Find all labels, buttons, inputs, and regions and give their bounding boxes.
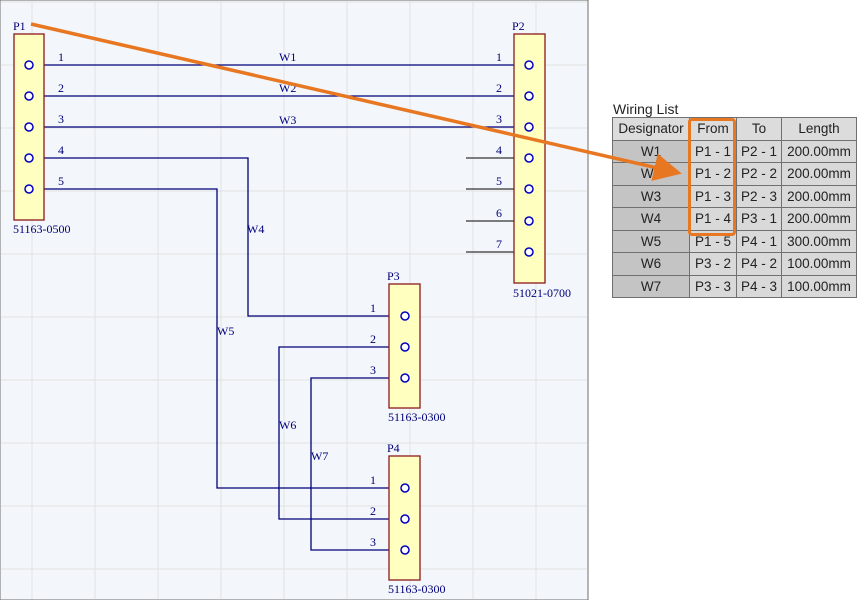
pin-number: 2 [370, 332, 376, 346]
cell-to: P4 - 3 [736, 274, 782, 298]
connector-p3-designator: P3 [387, 269, 400, 283]
cell-length: 200.00mm [781, 207, 857, 231]
cell-to: P3 - 1 [736, 207, 782, 231]
pin-number: 1 [496, 50, 502, 64]
cell-from: P1 - 4 [689, 207, 737, 231]
pin-number: 4 [58, 143, 64, 157]
pin-number: 3 [370, 535, 376, 549]
column-header-length[interactable]: Length [781, 117, 857, 141]
pin-p3-3[interactable] [400, 373, 410, 383]
table-row[interactable]: W6 P3 - 2 P4 - 2 100.00mm [612, 252, 857, 276]
connector-p1-designator: P1 [13, 19, 26, 33]
wiring-list-title: Wiring List [613, 101, 679, 117]
pin-number: 2 [58, 81, 64, 95]
pin-p4-1[interactable] [400, 483, 410, 493]
cell-designator: W2 [612, 162, 690, 186]
pin-p2-5[interactable] [524, 184, 534, 194]
cell-from: P3 - 2 [689, 252, 737, 276]
cell-from: P3 - 3 [689, 274, 737, 298]
connector-p3-part: 51163-0300 [388, 410, 446, 424]
pin-p1-3[interactable] [24, 122, 34, 132]
table-row[interactable]: W2 P1 - 2 P2 - 2 200.00mm [612, 162, 857, 186]
cell-from: P1 - 2 [689, 162, 737, 186]
pin-p3-2[interactable] [400, 342, 410, 352]
pin-p2-1[interactable] [524, 60, 534, 70]
cell-to: P2 - 3 [736, 184, 782, 208]
pin-number: 2 [370, 504, 376, 518]
column-header-from[interactable]: From [689, 117, 737, 141]
table-row[interactable]: W5 P1 - 5 P4 - 1 300.00mm [612, 229, 857, 253]
pin-p4-2[interactable] [400, 514, 410, 524]
cell-designator: W5 [612, 229, 690, 253]
wire-label-w1: W1 [279, 50, 296, 64]
pin-p2-7[interactable] [524, 247, 534, 257]
pin-number: 3 [496, 112, 502, 126]
cell-designator: W4 [612, 207, 690, 231]
pin-p1-4[interactable] [24, 153, 34, 163]
wire-label-w3: W3 [279, 113, 296, 127]
wire-w6[interactable] [278, 346, 405, 520]
wire-label-w4: W4 [247, 222, 264, 236]
cell-to: P4 - 1 [736, 229, 782, 253]
cell-to: P2 - 2 [736, 162, 782, 186]
wire-w7[interactable] [310, 377, 405, 551]
connector-p2-designator: P2 [512, 19, 525, 33]
pin-p1-2[interactable] [24, 91, 34, 101]
wire-label-w6: W6 [279, 418, 296, 432]
wiring-list-table: Designator From To Length W1 P1 - 1 P2 -… [612, 117, 857, 298]
cell-length: 200.00mm [781, 162, 857, 186]
table-row[interactable]: W4 P1 - 4 P3 - 1 200.00mm [612, 207, 857, 231]
cell-length: 200.00mm [781, 184, 857, 208]
cell-from: P1 - 3 [689, 184, 737, 208]
table-header-row: Designator From To Length [612, 117, 857, 141]
column-header-to[interactable]: To [736, 117, 782, 141]
cell-designator: W3 [612, 184, 690, 208]
pin-p2-6[interactable] [524, 216, 534, 226]
cell-length: 100.00mm [781, 274, 857, 298]
connector-p2-part: 51021-0700 [513, 286, 571, 300]
cell-to: P2 - 1 [736, 139, 782, 163]
connector-p4-part: 51163-0300 [388, 582, 446, 596]
cell-designator: W1 [612, 139, 690, 163]
pin-number: 1 [58, 50, 64, 64]
cell-from: P1 - 5 [689, 229, 737, 253]
pin-number: 5 [58, 174, 64, 188]
cell-designator: W7 [612, 274, 690, 298]
cell-length: 100.00mm [781, 252, 857, 276]
pin-number: 3 [370, 363, 376, 377]
pin-number: 1 [370, 473, 376, 487]
pin-number: 1 [370, 301, 376, 315]
pin-number: 7 [496, 237, 502, 251]
pin-number: 4 [496, 143, 502, 157]
table-row[interactable]: W3 P1 - 3 P2 - 3 200.00mm [612, 184, 857, 208]
cell-designator: W6 [612, 252, 690, 276]
pin-number: 6 [496, 206, 502, 220]
pin-p1-1[interactable] [24, 60, 34, 70]
pin-p1-5[interactable] [24, 184, 34, 194]
pin-number: 3 [58, 112, 64, 126]
cell-length: 300.00mm [781, 229, 857, 253]
cell-from: P1 - 1 [689, 139, 737, 163]
table-row[interactable]: W1 P1 - 1 P2 - 1 200.00mm [612, 139, 857, 163]
pin-p2-2[interactable] [524, 91, 534, 101]
pin-p2-4[interactable] [524, 153, 534, 163]
cell-length: 200.00mm [781, 139, 857, 163]
wire-label-w5: W5 [217, 324, 234, 338]
pin-number: 5 [496, 174, 502, 188]
cell-to: P4 - 2 [736, 252, 782, 276]
table-row[interactable]: W7 P3 - 3 P4 - 3 100.00mm [612, 274, 857, 298]
wire-label-w2: W2 [279, 81, 296, 95]
pin-p2-3[interactable] [524, 122, 534, 132]
pin-p4-3[interactable] [400, 545, 410, 555]
column-header-designator[interactable]: Designator [612, 117, 690, 141]
pin-number: 2 [496, 81, 502, 95]
wire-label-w7: W7 [311, 449, 328, 463]
connector-p4-designator: P4 [387, 441, 400, 455]
connector-p1-part: 51163-0500 [13, 222, 71, 236]
pin-p3-1[interactable] [400, 311, 410, 321]
